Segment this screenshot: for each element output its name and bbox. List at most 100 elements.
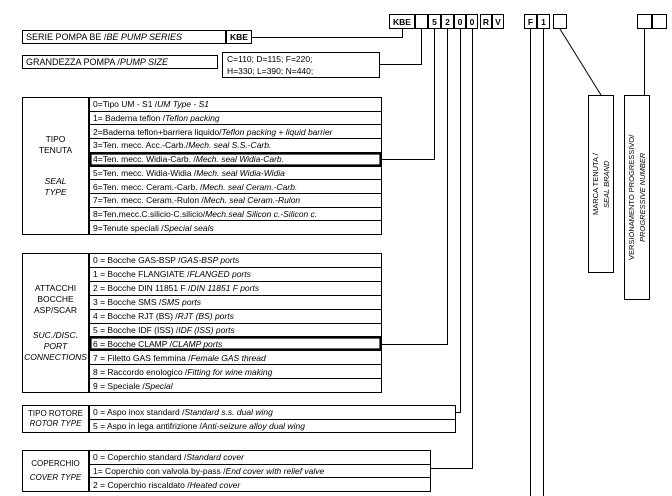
list-item-text-it: 2=Baderna teflon+barriera liquido/: [93, 126, 222, 137]
list-item-text-it: 0 = Coperchio standard /: [93, 452, 187, 463]
connector-rotor-v: [460, 28, 461, 412]
list-item: 3 = Bocche SMS / SMS ports: [90, 296, 381, 310]
label-line: COVER TYPE: [29, 473, 82, 482]
rotor-label: TIPO ROTORE ROTOR TYPE: [22, 405, 89, 433]
code-box-letter-f: F: [524, 14, 537, 29]
code-box-seal-brand: [553, 14, 567, 29]
code-box-ports: 2: [441, 14, 454, 29]
seal-brand-label-en: SEAL BRAND: [602, 160, 611, 208]
seal-type-label-en: SEAL TYPE: [44, 176, 66, 198]
list-item-text-en: CLAMP ports: [171, 338, 223, 349]
rotor-list: 0 = Aspo inox standard / Standard s.s. d…: [89, 405, 456, 433]
label-line: ATTACCHI: [34, 282, 77, 293]
series-value: KBE: [226, 30, 252, 44]
list-item: 8 = Raccordo enologico / Fitting for win…: [90, 365, 381, 380]
list-item-text-it: 5 = Bocche IDF (ISS) /: [93, 324, 179, 335]
list-item-text-it: 0 = Bocche GAS-BSP /: [93, 255, 181, 266]
label-line: SUC./DISC.: [32, 330, 79, 340]
list-item: 5=Ten. mecc. Widia-Widia / Mech. seal Wi…: [90, 167, 381, 181]
list-item-text-it: 9 = Speciale /: [93, 380, 145, 391]
code-box-seal-type: 5: [428, 14, 441, 29]
list-item-text-it: 1= Baderna teflon /: [93, 113, 166, 124]
list-item-text-en: Standard s.s. dual wing: [184, 407, 273, 418]
list-item-text-it: 7 = Filetto GAS femmina /: [93, 352, 191, 363]
list-item: 4 = Bocche RJT (BS) / RJT (BS) ports: [90, 310, 381, 324]
list-item: 0=Tipo UM - S1 / UM Type - S1: [90, 98, 381, 112]
list-item-text-en: Anti-seizure alloy dual wing: [201, 420, 305, 431]
list-item-text-en: GAS-BSP ports: [180, 255, 240, 266]
list-item-text-it: 1= Coperchio con valvola by-pass /: [93, 466, 226, 476]
label-line: COPERCHIO: [31, 458, 80, 468]
connector-digit-1-v: [543, 28, 544, 496]
label-line: TIPO ROTORE: [28, 408, 83, 418]
connector-seal-h: [382, 159, 435, 160]
list-item-text-en: Standard cover: [186, 452, 244, 463]
list-item: 8=Ten.mecc.C.silicio-C.silicio/Mech.seal…: [90, 208, 381, 222]
seal-brand-box: MARCA TENUTA / SEAL BRAND: [588, 95, 614, 273]
list-item: 0 = Aspo inox standard / Standard s.s. d…: [90, 406, 455, 420]
code-box-digit-1: 1: [537, 14, 550, 29]
connector-seal-v: [434, 28, 435, 159]
ports-label-en: SUC./DISC. PORT CONNECTIONS: [24, 330, 87, 363]
rotor-label-it: TIPO ROTORE: [28, 409, 83, 419]
list-item-text-it: 3 = Bocche SMS /: [93, 297, 162, 308]
list-item: 1= Coperchio con valvola by-pass / End c…: [90, 465, 430, 479]
list-item: 6 = Bocche CLAMP / CLAMP ports: [90, 337, 381, 352]
ports-label: ATTACCHI BOCCHE ASP/SCAR SUC./DISC. PORT…: [22, 253, 89, 393]
series-label-it: SERIE POMPA BE /: [26, 32, 107, 42]
connector-ports-v: [447, 28, 448, 344]
list-item-text-it: 8 = Raccordo enologico /: [93, 366, 188, 377]
list-item: 6=Ten. mecc. Ceram.-Carb. / Mech. seal C…: [90, 180, 381, 194]
list-item: 0 = Coperchio standard / Standard cover: [90, 451, 430, 465]
code-box-letter-r: R: [480, 14, 492, 29]
code-box-rotor: 0: [454, 14, 466, 29]
list-item: 1 = Bocche FLANGIATE / FLANGED ports: [90, 268, 381, 282]
connector-series-h: [252, 37, 403, 38]
list-item: 3=Ten. mecc. Acc.-Carb./ Mech. seal S.S.…: [90, 139, 381, 153]
list-item: 5 = Aspo in lega antifrizione / Anti-sei…: [90, 420, 455, 433]
size-label: GRANDEZZA POMPA / PUMP SIZE: [22, 55, 218, 69]
cover-label-en: COVER TYPE: [30, 473, 82, 483]
connector-cover-h: [431, 468, 473, 469]
size-label-en: PUMP SIZE: [119, 57, 169, 67]
list-item-text-it: 5 = Aspo in lega antifrizione /: [93, 420, 202, 431]
seal-brand-label-it: MARCA TENUTA /: [591, 153, 600, 215]
list-item-text-en: SMS ports: [161, 297, 201, 308]
list-item-text-it: 2 = Bocche DIN 11851 F /: [93, 283, 191, 294]
list-item-text-it: 3=Ten. mecc. Acc.-Carb./: [93, 140, 189, 151]
list-item: 0 = Bocche GAS-BSP / GAS-BSP ports: [90, 254, 381, 268]
list-item-text-it: 9=Tenute speciali /: [93, 222, 164, 233]
series-label-en: BE PUMP SERIES: [106, 32, 183, 42]
code-box-series: KBE: [389, 14, 415, 29]
size-label-it: GRANDEZZA POMPA /: [26, 57, 120, 67]
label-line: BOCCHE: [37, 293, 74, 304]
list-item-text-en: RJT (BS) ports: [177, 311, 234, 322]
progressive-label-it: VERSIONAMENTO PROGRESSIVO/: [627, 134, 636, 261]
connector-size-v: [421, 28, 422, 64]
list-item-text-en: Mech.seal Silicon c.-Silicon c.: [205, 208, 318, 219]
cover-label: COPERCHIO COVER TYPE: [22, 450, 89, 492]
list-item-text-en: Mech. seal Ceram.-Carb.: [202, 181, 298, 192]
code-box-cover: 0: [466, 14, 478, 29]
list-item: 5 = Bocche IDF (ISS) / IDF (ISS) ports: [90, 324, 381, 338]
list-item-text-en: Fitting for wine making: [187, 366, 273, 377]
list-item-text-it: 1 = Bocche FLANGIATE /: [93, 269, 190, 280]
size-values: C=110; D=115; F=220; H=330; L=390; N=440…: [222, 52, 380, 78]
list-item: 2 = Bocche DIN 11851 F / DIN 11851 F por…: [90, 282, 381, 296]
code-box-progressive-1: [637, 14, 652, 29]
list-item-text-en: Female GAS thread: [190, 352, 266, 363]
list-item-text-it: 2 = Coperchio riscaldato /: [93, 479, 190, 490]
cover-label-it: COPERCHIO: [31, 459, 79, 469]
list-item: 4=Ten. mecc. Widia-Carb. / Mech. seal Wi…: [90, 153, 381, 167]
progressive-label-en: PROGRESSIVE NUMBER: [638, 152, 647, 243]
list-item-text-en: Heated cover: [189, 479, 241, 490]
list-item-text-en: Mech. seal S.S.-Carb.: [188, 140, 272, 151]
list-item-text-it: 0 = Aspo inox standard /: [93, 407, 185, 418]
connector-size-h: [380, 64, 422, 65]
seal-type-label: TIPO TENUTA SEAL TYPE: [22, 97, 89, 235]
list-item-text-it: 4=Ten. mecc. Widia-Carb. /: [93, 154, 196, 165]
label-line: TENUTA: [38, 144, 73, 155]
